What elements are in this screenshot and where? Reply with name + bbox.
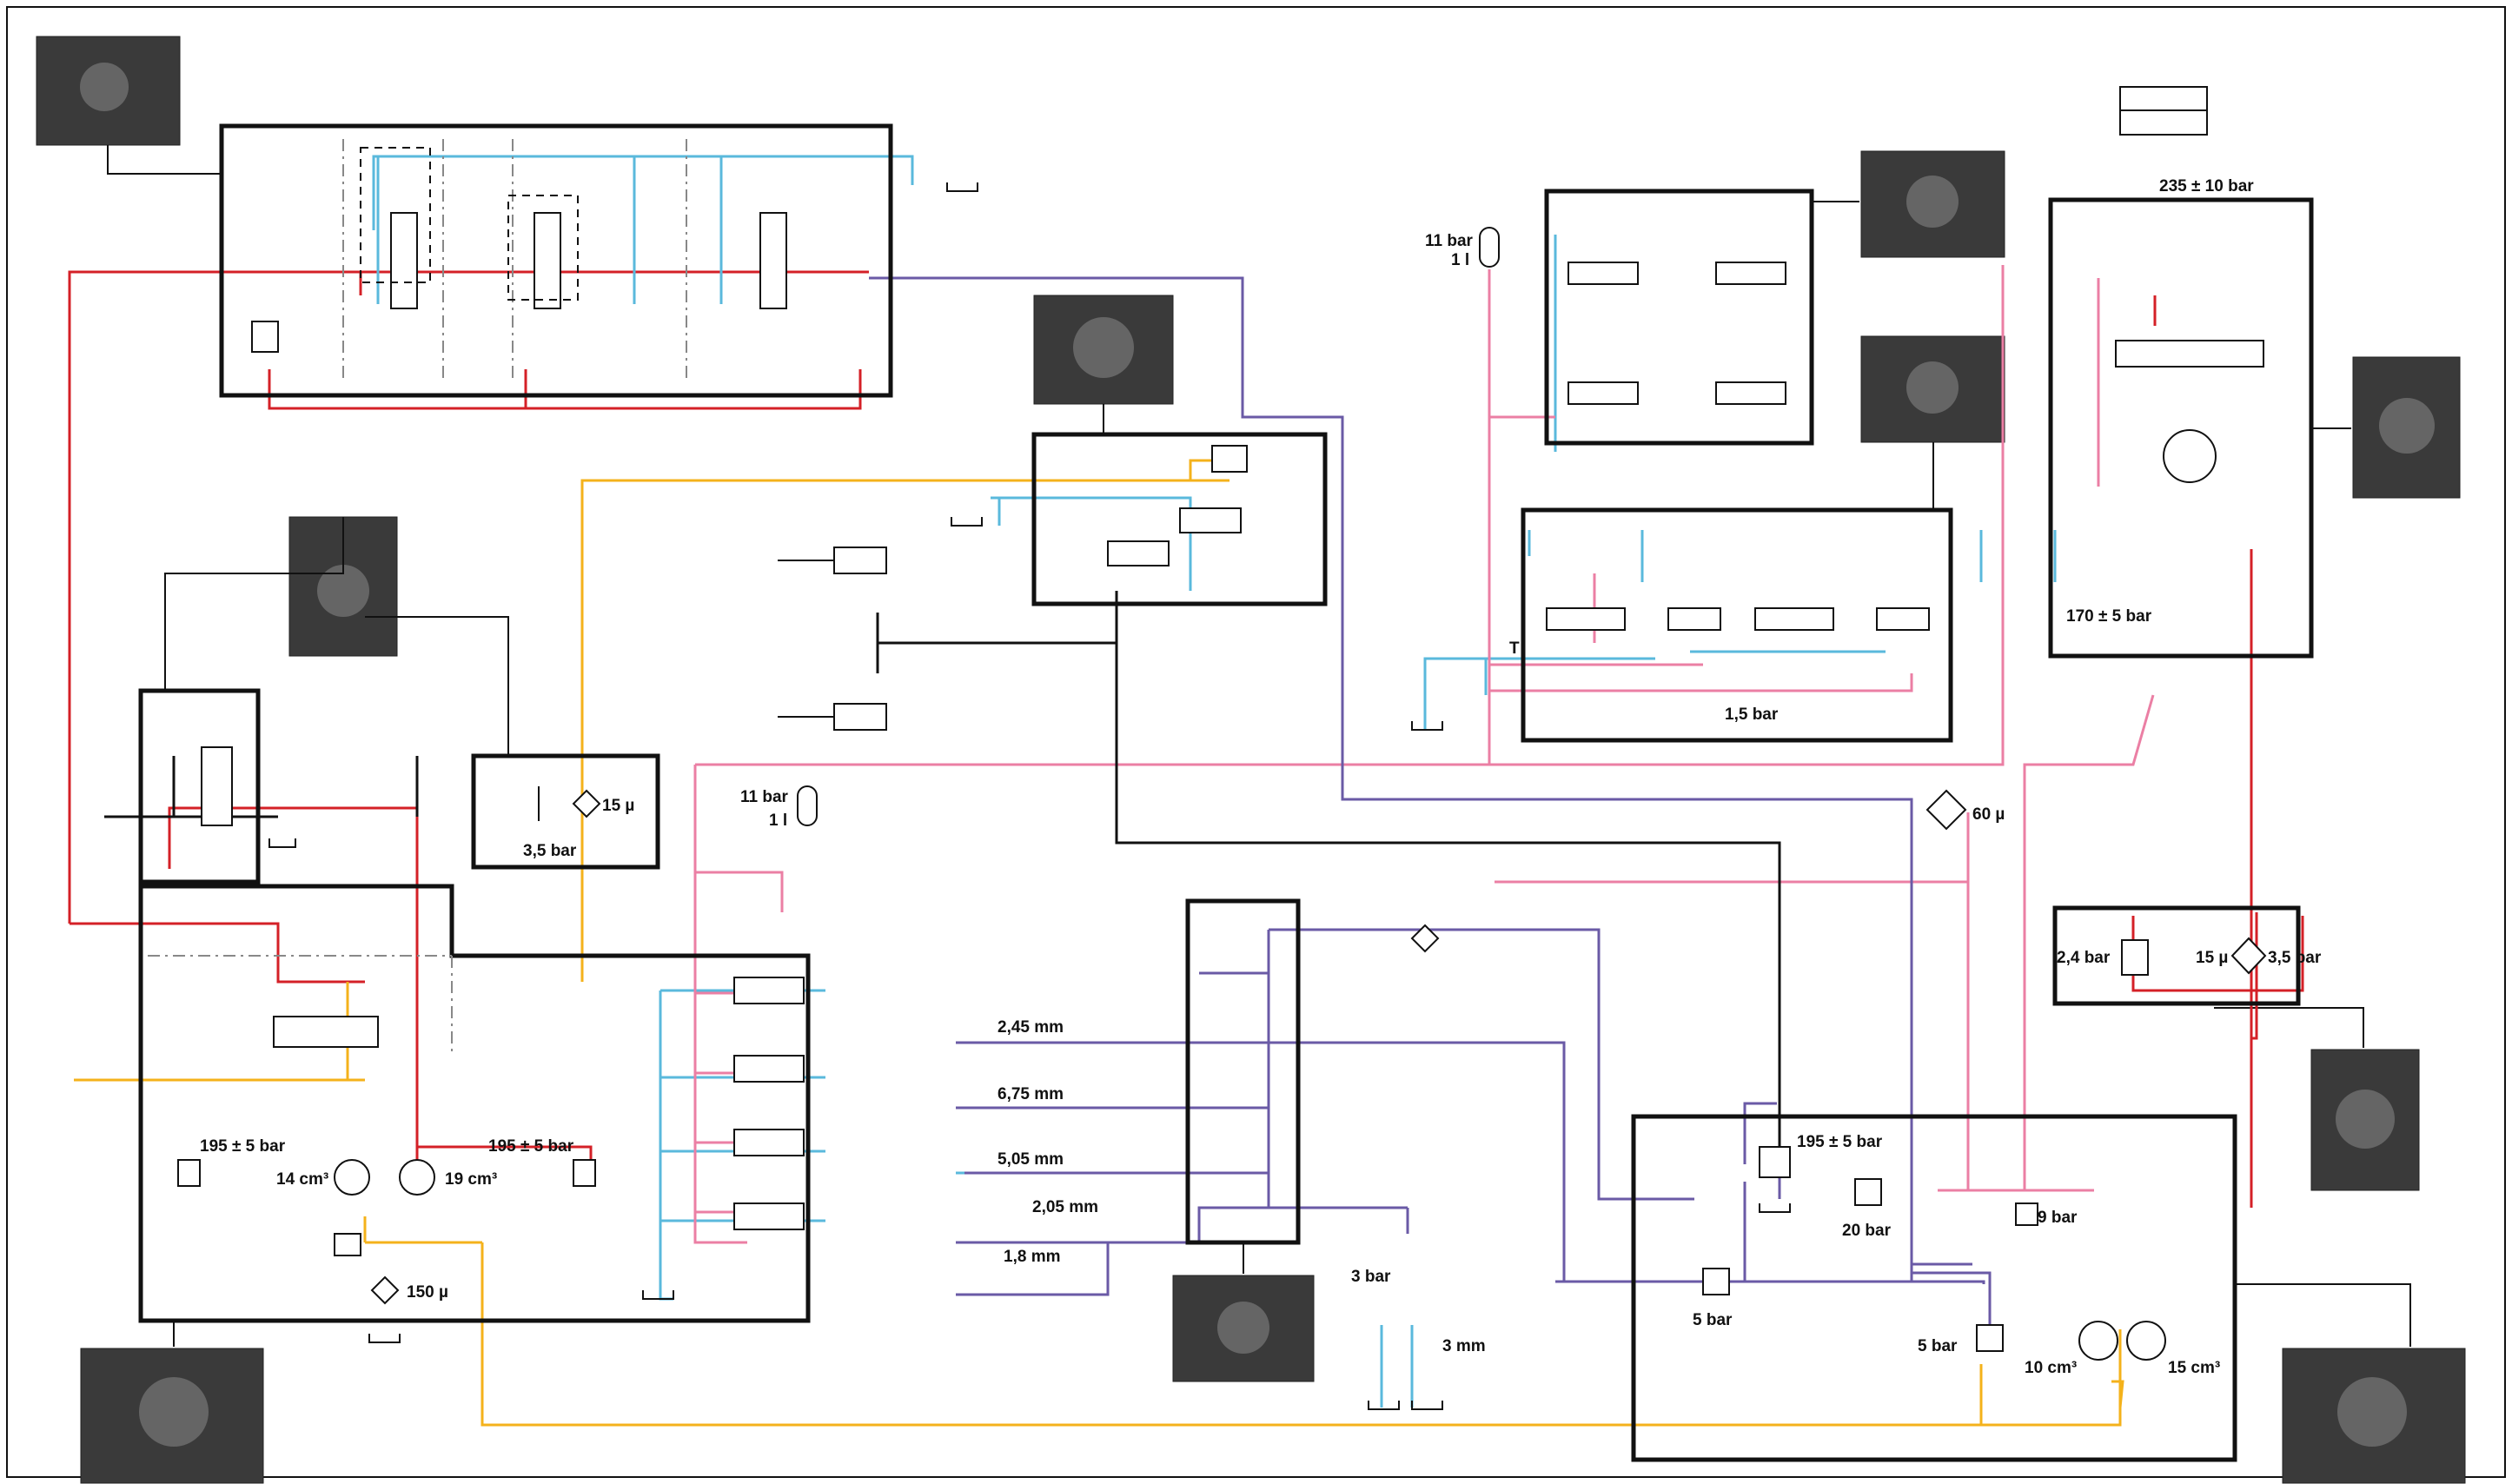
filter-icon-60	[1925, 789, 1967, 831]
label-relief-195-mid: 195 ± 5 bar	[488, 1137, 574, 1156]
label-accumulator-mid-volume: 1 l	[769, 812, 787, 830]
label-filter-60: 60 µ	[1972, 805, 2005, 824]
main-control-valve-block	[219, 123, 893, 398]
label-relief-3-5-left: 3,5 bar	[523, 842, 577, 860]
mid-valve-block	[1031, 432, 1328, 606]
label-accumulator-top: 11 bar	[1425, 232, 1474, 250]
label-orifice-5-05: 5,05 mm	[998, 1150, 1064, 1169]
label-orifice-2-05: 2,05 mm	[1032, 1198, 1098, 1216]
label-relief-235: 235 ± 10 bar	[2159, 177, 2254, 195]
filter-switch-block	[2052, 905, 2301, 1006]
solenoid-block-top	[1544, 189, 1814, 446]
accumulator-icon	[1479, 227, 1500, 268]
label-relief-195-right: 195 ± 5 bar	[1797, 1133, 1883, 1151]
labels: 11 bar 1 l 11 bar 1 l 15 µ 3,5 bar 60 µ …	[200, 177, 2322, 1377]
label-valve-5bar-a: 5 bar	[1693, 1311, 1733, 1329]
solenoid-block-bottom	[1521, 507, 1953, 743]
label-orifice-1-8: 1,8 mm	[1004, 1248, 1060, 1266]
filter-icon-lube	[1410, 924, 1440, 953]
label-pump-14: 14 cm³	[276, 1170, 328, 1189]
label-orifice-2-45: 2,45 mm	[998, 1018, 1064, 1037]
distributor-block	[1185, 898, 1301, 1245]
label-orifice-6-75: 6,75 mm	[998, 1085, 1064, 1103]
label-filter-15-right: 15 µ	[2196, 949, 2228, 967]
label-accumulator-mid: 11 bar	[740, 788, 789, 806]
auxiliary-lines	[693, 265, 2155, 1244]
pump-icon-2	[399, 1159, 435, 1196]
photo-thumbnails	[36, 36, 2466, 1484]
label-valve-5bar-b: 5 bar	[1918, 1337, 1958, 1355]
label-pump-19: 19 cm³	[445, 1170, 497, 1189]
label-tank-t: T	[1509, 639, 1520, 658]
label-switch-2-4: 2,4 bar	[2057, 949, 2111, 967]
label-filter-150: 150 µ	[407, 1283, 448, 1302]
label-relief-170: 170 ± 5 bar	[2066, 607, 2152, 626]
label-orifice-3mm: 3 mm	[1442, 1337, 1486, 1355]
return-lines	[372, 155, 2057, 1408]
accumulator-icon-2	[797, 785, 818, 826]
pump-control-block	[138, 884, 811, 1323]
control-lines	[104, 591, 1781, 1147]
pilot-selector-block	[138, 688, 261, 884]
photo-leaders	[107, 145, 2411, 1347]
label-relief-3-5-right: 3,5 bar	[2268, 949, 2322, 967]
sheet-frame	[6, 6, 2506, 1478]
solenoid-valve-icon	[273, 1016, 379, 1048]
cylinder-icon	[833, 547, 887, 574]
label-pump-15: 15 cm³	[2168, 1359, 2220, 1377]
cylinders	[778, 547, 887, 731]
label-valve-20bar: 20 bar	[1842, 1222, 1892, 1240]
filter-block	[471, 753, 660, 870]
tank-icons	[268, 182, 1791, 1410]
pilot-lines	[74, 459, 2124, 1427]
pump-icon	[334, 1159, 370, 1196]
filter-icon	[572, 789, 601, 818]
label-relief-195-left: 195 ± 5 bar	[200, 1137, 286, 1156]
label-accumulator-top-volume: 1 l	[1451, 251, 1469, 269]
label-switch-9bar: 9 bar	[2038, 1209, 2078, 1227]
cylinder-icon-2	[833, 703, 887, 731]
label-valve-3bar: 3 bar	[1351, 1268, 1391, 1286]
rear-pump-block	[1631, 1114, 2237, 1462]
steering-block	[2048, 86, 2314, 659]
label-relief-1-5: 1,5 bar	[1725, 706, 1779, 724]
label-pump-10: 10 cm³	[2025, 1359, 2077, 1377]
label-filter-15: 15 µ	[602, 797, 634, 815]
